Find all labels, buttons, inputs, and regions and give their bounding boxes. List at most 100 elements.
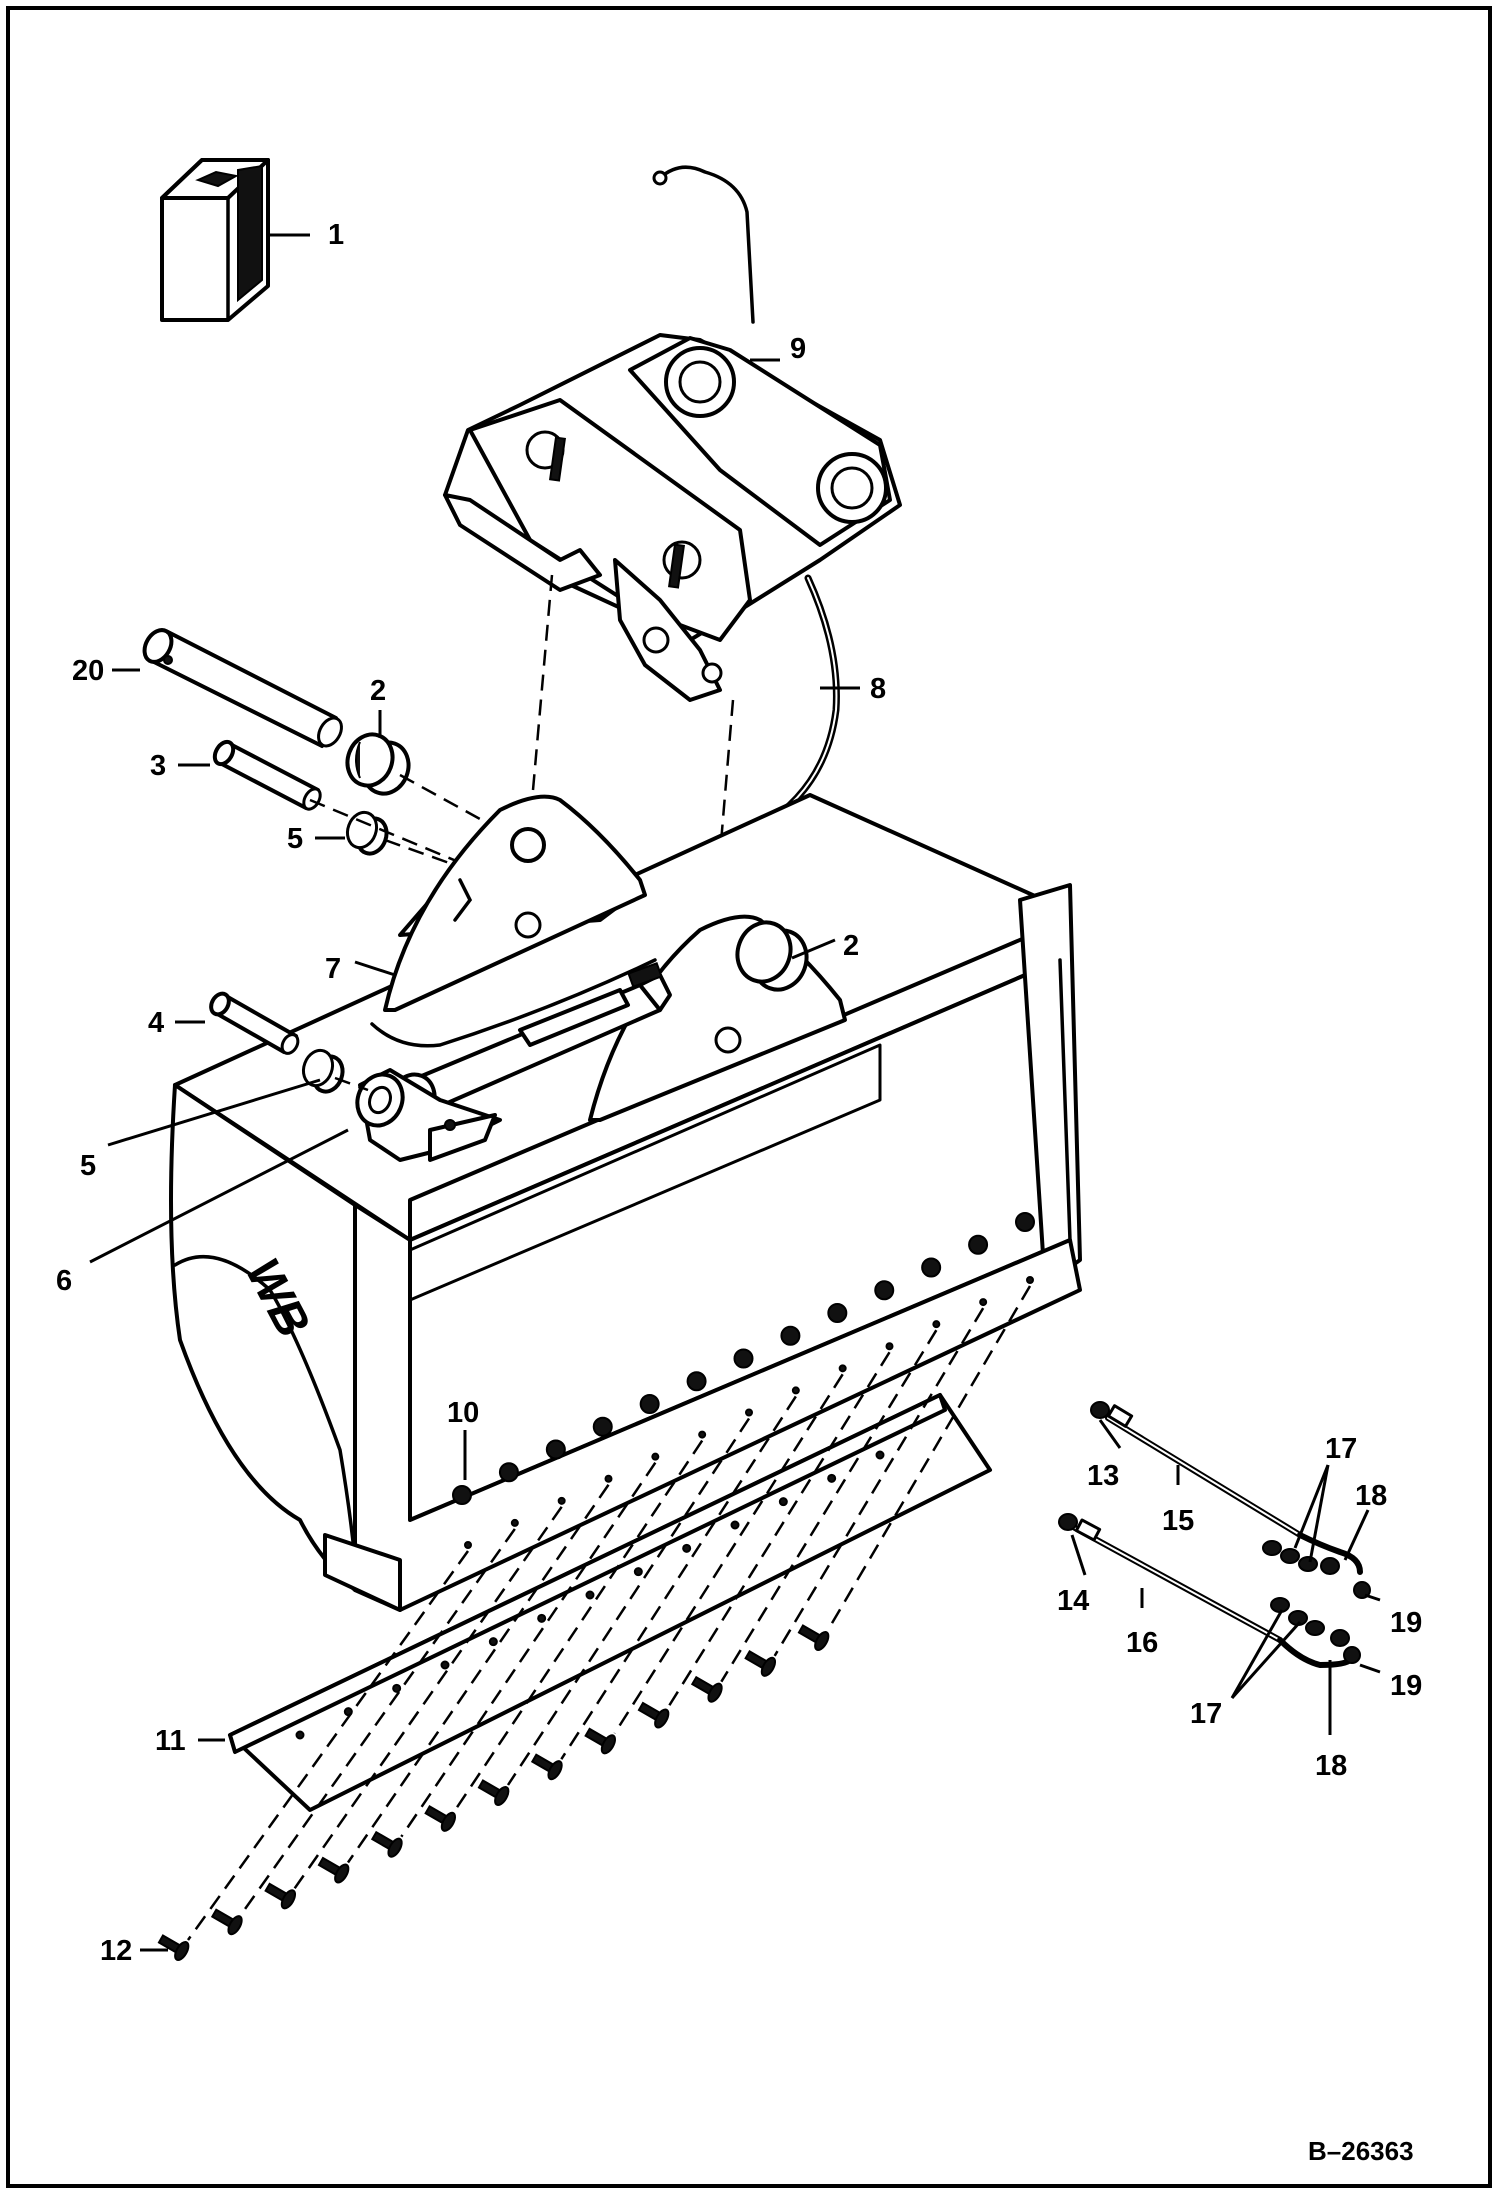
bolt [317,1856,350,1884]
callout-4: 4 [148,1007,164,1039]
cutting-edge-part [228,1393,992,1812]
edge-hole [440,1660,450,1670]
nut [498,1462,519,1483]
edge-hole [537,1613,547,1623]
callout-16: 16 [1126,1627,1158,1659]
bucket-hole [885,1342,894,1351]
bolt [157,1934,190,1962]
edge-hole [682,1543,692,1553]
bolt [530,1753,563,1781]
tilt-cylinder-part [355,962,672,1162]
callout-18-upper: 18 [1355,1480,1387,1512]
callout-6: 6 [56,1265,72,1297]
bushing-part-left [345,732,411,796]
bucket-hole [557,1496,566,1505]
callout-10: 10 [447,1397,479,1429]
bolt [797,1624,830,1652]
callout-15: 15 [1162,1505,1194,1537]
callout-13: 13 [1087,1460,1119,1492]
nut [827,1303,848,1323]
coupler-bracket-part [443,165,902,702]
bolt-guide-line [666,1351,891,1709]
edge-hole [730,1520,740,1530]
bolt-guide-line [400,1461,657,1838]
bucket-hole [979,1298,988,1307]
callout-labels: 1 2 2 3 4 5 5 6 7 8 9 10 11 12 13 14 15 … [56,219,1422,1967]
hose-line-part [370,958,657,1048]
edge-hole [488,1637,498,1647]
callout-18-lower: 18 [1315,1750,1347,1782]
nut [874,1280,895,1301]
callout-14: 14 [1057,1585,1089,1617]
callout-19-lower: 19 [1390,1670,1422,1702]
callout-2-right: 2 [843,930,859,962]
bolt [584,1727,617,1755]
bucket-hole [838,1364,847,1373]
nut [968,1234,989,1255]
bolt [477,1779,510,1807]
bolt [264,1882,297,1910]
short-pin-part [212,739,322,811]
bolt [424,1805,457,1832]
bushing-part-right [735,920,809,992]
bolt-guide-line [826,1285,1032,1631]
nut-row [452,1212,1035,1549]
callout-5-lower: 5 [80,1150,96,1182]
bolt-guide-line [773,1307,985,1657]
bolt [637,1701,670,1729]
callout-17-lower: 17 [1190,1698,1222,1730]
bucket-hole [1026,1276,1034,1284]
callout-12: 12 [100,1935,132,1967]
callout-8: 8 [870,673,886,705]
long-pin-part [142,628,343,748]
edge-hole [778,1497,788,1507]
bucket-hole [604,1474,613,1483]
nut [452,1485,472,1505]
callout-20: 20 [72,655,104,687]
bolt [690,1675,723,1703]
hose-assembly-upper [1090,1401,1371,1599]
bolt [370,1830,403,1858]
bucket-hole [510,1518,519,1527]
callout-7: 7 [325,953,341,985]
nut [686,1371,707,1392]
bolt-row [157,1624,830,1962]
edge-hole [875,1450,885,1460]
callout-19-upper: 19 [1390,1607,1422,1639]
decal-kit-part [160,158,270,322]
edge-hole [633,1567,643,1577]
hose-assembly-lower [1058,1513,1361,1669]
bolt-guide-line [186,1550,470,1941]
nut [921,1257,942,1278]
callout-9: 9 [790,333,806,365]
callout-1: 1 [328,219,344,251]
nut [639,1394,660,1414]
callout-leaders [89,233,1381,1952]
nut [592,1416,613,1437]
bucket-hole [745,1408,753,1417]
callout-17-upper: 17 [1325,1433,1357,1465]
bolt-guide-line [560,1395,797,1760]
shim-part-lower [301,1048,345,1094]
bolt-guide-line [506,1417,751,1786]
edge-hole [827,1473,837,1483]
document-id: B–26363 [1308,2136,1414,2166]
bolt [210,1908,243,1936]
bolt-guide-line [240,1528,516,1915]
shim-part-upper [345,810,389,856]
bolt-guide-line [293,1506,563,1890]
callout-11: 11 [155,1725,186,1757]
edge-hole [295,1730,305,1740]
bucket-hole [464,1541,472,1549]
bucket-hole [791,1386,800,1395]
bolt-guide-line [346,1484,610,1864]
bolt-guide-line [613,1373,844,1735]
bucket-hole [698,1430,707,1439]
bolt [744,1650,777,1677]
nut [780,1325,801,1346]
callout-3: 3 [150,750,166,782]
bucket-mounting-ear-left [383,794,647,1012]
bolt-guide-line [720,1329,938,1683]
edge-hole [585,1590,595,1600]
